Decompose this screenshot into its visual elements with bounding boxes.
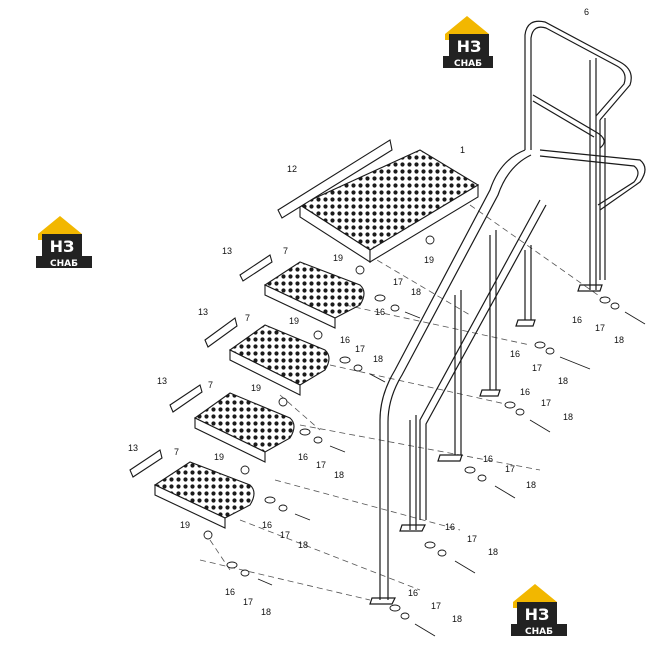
step-4 xyxy=(129,449,255,529)
callout-13: 13 xyxy=(128,443,138,453)
callout-19: 19 xyxy=(214,452,224,462)
callout-18: 18 xyxy=(558,376,568,386)
callout-19: 19 xyxy=(251,383,261,393)
callout-16: 16 xyxy=(262,520,272,530)
callout-16: 16 xyxy=(445,522,455,532)
logo-mark: НЗ xyxy=(50,237,75,256)
callout-18: 18 xyxy=(526,480,536,490)
callout-13: 13 xyxy=(198,307,208,317)
handrail xyxy=(369,20,646,605)
callout-labels: 6 1 12 13 7 19 19 17 18 16 19 13 7 16 17… xyxy=(128,7,624,624)
callout-18: 18 xyxy=(452,614,462,624)
callout-19: 19 xyxy=(289,316,299,326)
callout-17: 17 xyxy=(595,323,605,333)
callout-19: 19 xyxy=(424,255,434,265)
callout-17: 17 xyxy=(316,460,326,470)
logo-mark: НЗ xyxy=(525,605,550,624)
step-2 xyxy=(204,317,330,396)
callout-18: 18 xyxy=(614,335,624,345)
callout-7: 7 xyxy=(245,313,250,323)
brand-logo: НЗ СНАБ xyxy=(443,16,493,69)
step-1 xyxy=(239,254,365,329)
brand-logo: НЗ СНАБ xyxy=(511,584,567,637)
callout-7: 7 xyxy=(283,246,288,256)
callout-13: 13 xyxy=(157,376,167,386)
logo-caption: СНАБ xyxy=(454,59,482,69)
callout-17: 17 xyxy=(467,534,477,544)
callout-17: 17 xyxy=(355,344,365,354)
callout-17: 17 xyxy=(280,530,290,540)
callout-7: 7 xyxy=(208,380,213,390)
callout-1: 1 xyxy=(460,145,465,155)
callout-18: 18 xyxy=(563,412,573,422)
callout-19: 19 xyxy=(333,253,343,263)
callout-19: 19 xyxy=(180,520,190,530)
logo-caption: СНАБ xyxy=(525,627,553,637)
callout-17: 17 xyxy=(393,277,403,287)
callout-17: 17 xyxy=(532,363,542,373)
callout-16: 16 xyxy=(298,452,308,462)
callout-18: 18 xyxy=(334,470,344,480)
callout-18: 18 xyxy=(411,287,421,297)
callout-16: 16 xyxy=(520,387,530,397)
callout-18: 18 xyxy=(373,354,383,364)
callout-16: 16 xyxy=(483,454,493,464)
callout-16: 16 xyxy=(375,307,385,317)
callout-18: 18 xyxy=(298,540,308,550)
callout-17: 17 xyxy=(541,398,551,408)
callout-16: 16 xyxy=(340,335,350,345)
callout-17: 17 xyxy=(505,464,515,474)
step-3 xyxy=(169,384,295,463)
callout-18: 18 xyxy=(488,547,498,557)
callout-18: 18 xyxy=(261,607,271,617)
logo-caption: СНАБ xyxy=(50,259,78,269)
brand-logo: НЗ СНАБ xyxy=(36,216,92,269)
callout-13: 13 xyxy=(222,246,232,256)
callout-17: 17 xyxy=(243,597,253,607)
fasteners xyxy=(203,235,646,637)
callout-12: 12 xyxy=(287,164,297,174)
callout-16: 16 xyxy=(225,587,235,597)
top-platform xyxy=(277,139,480,264)
callout-16: 16 xyxy=(572,315,582,325)
callout-16: 16 xyxy=(408,588,418,598)
callout-6: 6 xyxy=(584,7,589,17)
callout-16: 16 xyxy=(510,349,520,359)
logo-mark: НЗ xyxy=(457,37,482,56)
callout-7: 7 xyxy=(174,447,179,457)
callout-17: 17 xyxy=(431,601,441,611)
